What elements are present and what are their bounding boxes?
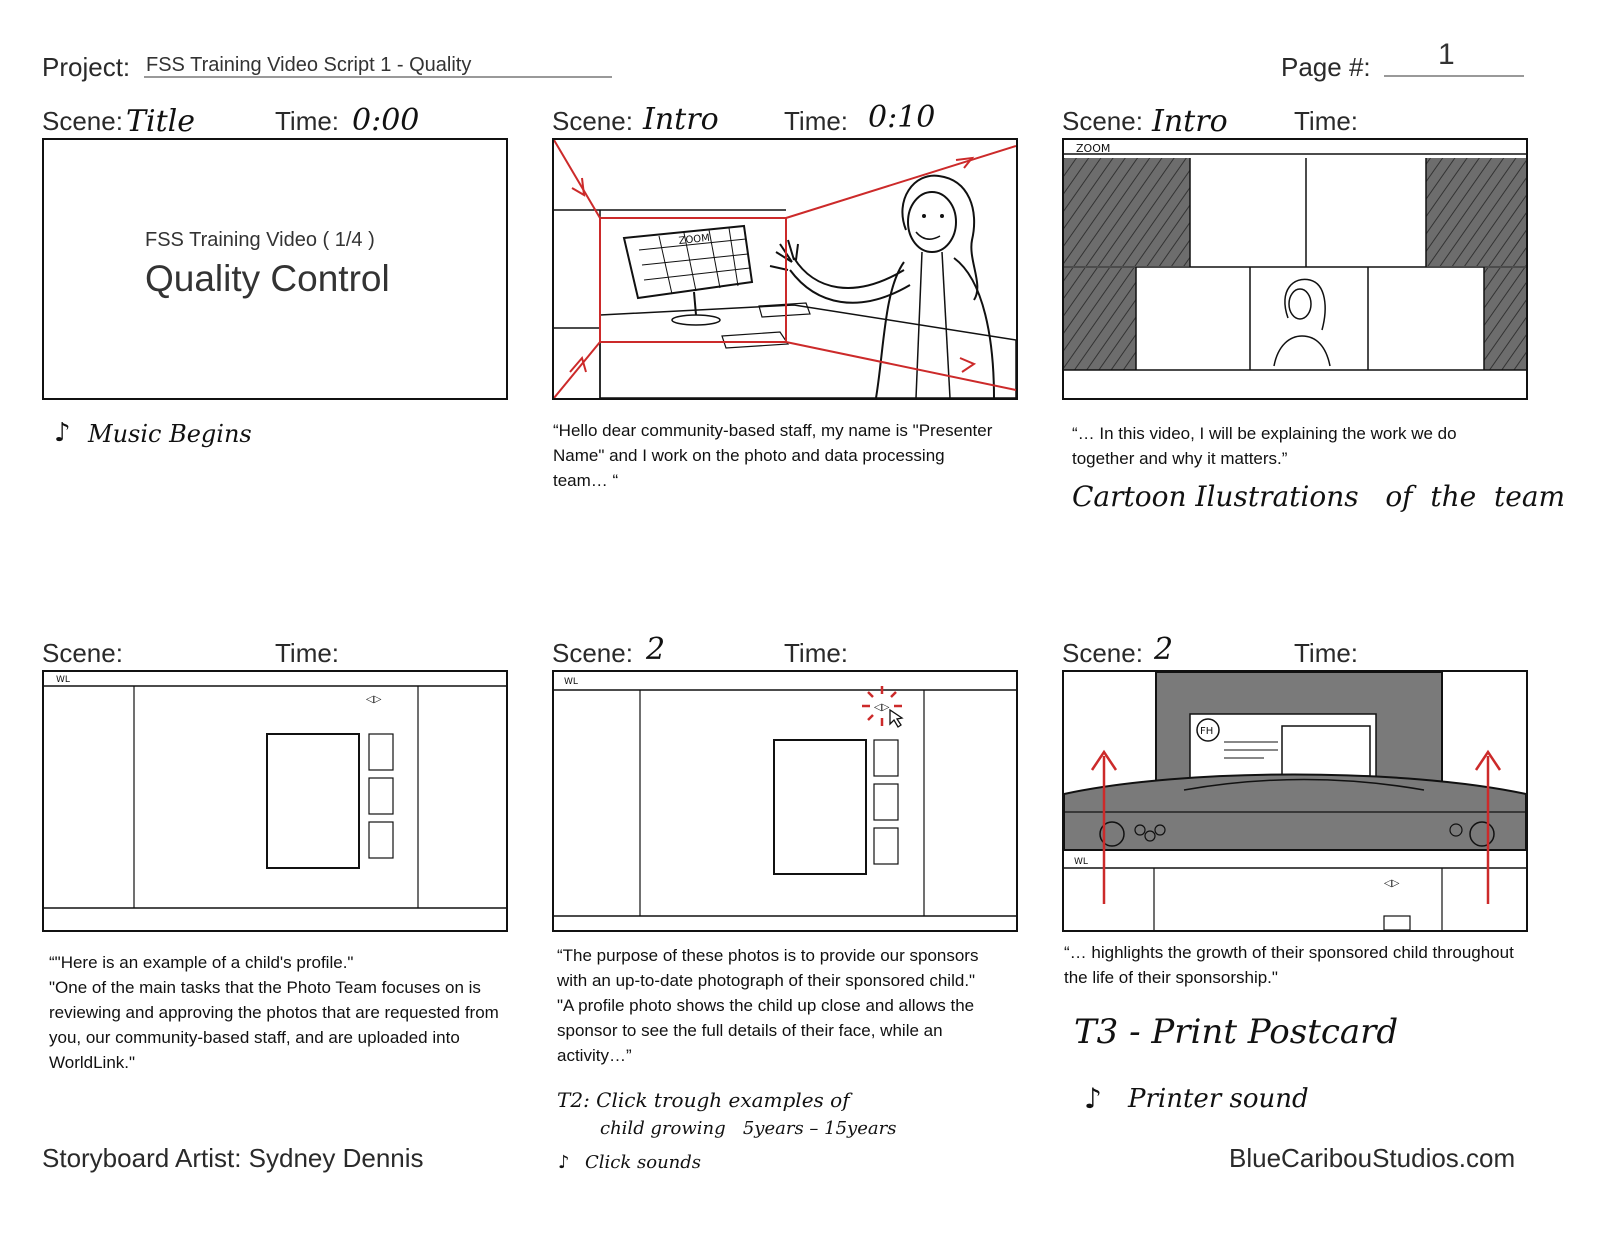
scene-label: Scene: (42, 106, 123, 136)
panel-note: T3 - Print Postcard (1074, 1012, 1399, 1052)
storyboard-panel-click-through: WL ◁▷ (552, 670, 1018, 932)
scene-value: Intro (1152, 104, 1228, 139)
scene-value: 2 (646, 632, 666, 667)
time-value: 0:00 (352, 103, 420, 138)
storyboard-panel-profile-screen: WL ◁▷ (42, 670, 508, 932)
scene-value: Title (126, 104, 196, 139)
postcard-logo: FH (1200, 726, 1213, 737)
storyboard-artist: Storyboard Artist: Sydney Dennis (42, 1143, 424, 1173)
studio-website: BlueCaribouStudios.com (1229, 1143, 1516, 1173)
title-card-subtitle: FSS Training Video ( 1/4 ) (145, 229, 375, 251)
storyboard-panel-title: FSS Training Video ( 1/4 ) Quality Contr… (42, 138, 508, 400)
wl-label: WL (56, 675, 70, 685)
scene-label: Scene: (552, 106, 633, 136)
panel-note-2: Printer sound (1128, 1084, 1309, 1114)
panel-caption: “"Here is an example of a child's profil… (49, 953, 499, 1072)
panel-note: Cartoon Ilustrations of the team (1072, 480, 1566, 513)
time-label: Time: (784, 638, 849, 668)
panel-note-line-2: child growing 5years – 15years (600, 1118, 897, 1139)
printer-sketch: FH WL ◁▷ (1064, 672, 1526, 930)
time-value: 0:10 (868, 100, 936, 135)
worldlink-profile-sketch: WL ◁▷ (44, 675, 506, 909)
wl-label: WL (564, 677, 578, 687)
storyboard-panel-zoom-grid: ZOOM (1062, 138, 1528, 400)
time-label: Time: (275, 106, 340, 136)
time-label: Time: (784, 106, 849, 136)
panel-caption: “… highlights the growth of their sponso… (1064, 943, 1514, 987)
svg-text:◁▷: ◁▷ (366, 694, 382, 705)
zoom-grid-sketch: ZOOM (1064, 142, 1526, 371)
zoom-screen-label: ZOOM (678, 233, 710, 247)
panel-note-line-3: Click sounds (585, 1152, 702, 1173)
scene-label: Scene: (42, 638, 123, 668)
time-label: Time: (275, 638, 340, 668)
time-label: Time: (1294, 106, 1359, 136)
title-card-heading: Quality Control (145, 258, 390, 299)
worldlink-click-sketch: WL ◁▷ (554, 677, 1016, 917)
scene-label: Scene: (1062, 638, 1143, 668)
music-note-icon: ♪ (54, 418, 71, 448)
time-label: Time: (1294, 638, 1359, 668)
svg-text:◁▷: ◁▷ (1384, 878, 1400, 889)
svg-text:◁▷: ◁▷ (874, 702, 890, 713)
storyboard-panel-printer: FH WL ◁▷ (1062, 670, 1528, 932)
scene-label: Scene: (552, 638, 633, 668)
panel-note-line-1: T2: Click trough examples of (557, 1088, 850, 1112)
zoom-label: ZOOM (1076, 142, 1110, 155)
music-note-icon: ♪ (558, 1152, 570, 1173)
project-label: Project: (42, 52, 131, 82)
panel-caption: “Hello dear community-based staff, my na… (553, 421, 993, 490)
page-label: Page #: (1281, 52, 1371, 82)
scene-label: Scene: (1062, 106, 1143, 136)
panel-caption: “… In this video, I will be explaining t… (1072, 424, 1457, 468)
page-number: 1 (1438, 38, 1455, 71)
project-underline (144, 76, 612, 78)
scene-value: 2 (1154, 632, 1174, 667)
panel-caption: “The purpose of these photos is to provi… (557, 946, 979, 1065)
music-note-icon: ♪ (1084, 1082, 1102, 1115)
wl-label: WL (1074, 857, 1088, 867)
presenter-sketch: ZOOM (554, 140, 1016, 398)
panel-note: Music Begins (88, 420, 252, 448)
page-underline (1384, 75, 1524, 77)
scene-value: Intro (643, 102, 719, 137)
project-title: FSS Training Video Script 1 - Quality (146, 54, 472, 76)
storyboard-panel-intro-presenter: ZOOM (552, 138, 1018, 400)
